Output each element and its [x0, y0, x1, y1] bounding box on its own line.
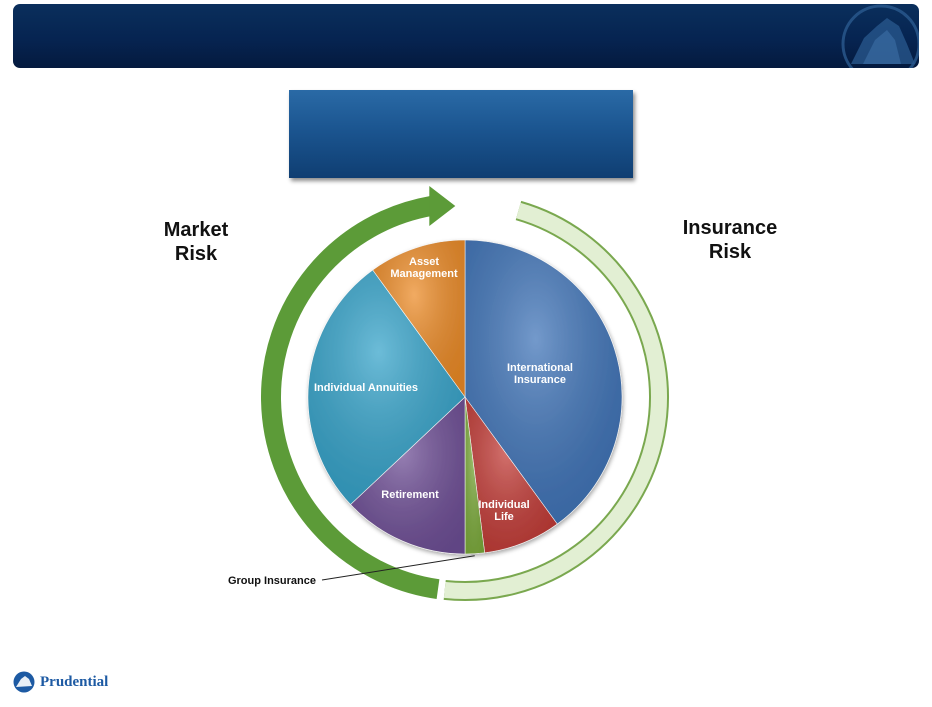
rock-of-gibraltar-icon: [841, 4, 919, 68]
prudential-logo: Prudential: [12, 670, 108, 694]
insurance-risk-line-1: Insurance: [682, 217, 778, 239]
slice-label-individual-annuities: Individual Annuities: [314, 382, 418, 394]
header-banner: [13, 4, 919, 68]
market-risk-arrowhead: [429, 185, 456, 226]
title-box: [289, 90, 633, 178]
insurance-risk-label: Insurance Risk: [670, 216, 790, 264]
pie-slice-sheen: [465, 397, 558, 553]
group-insurance-leader-line: [321, 555, 475, 581]
market-risk-label: Market Risk: [150, 218, 242, 266]
prudential-rock-icon: [13, 671, 35, 693]
pie-slice-sheen: [307, 269, 465, 505]
pie-slice-sheen: [465, 397, 485, 554]
pie-slice-sheen: [372, 240, 465, 397]
insurance-risk-arrow: [443, 202, 667, 599]
market-risk-arrow: [261, 196, 440, 600]
slice-label-retirement: Retirement: [381, 489, 439, 501]
logo-text: Prudential: [40, 673, 109, 690]
pie-slice-sheen: [350, 397, 465, 554]
market-risk-line-1: Market: [163, 219, 229, 241]
pie-slice-sheen: [465, 240, 623, 525]
insurance-risk-line-2: Risk: [708, 241, 752, 263]
slice-label-group-insurance: Group Insurance: [228, 575, 316, 587]
market-risk-line-2: Risk: [174, 243, 218, 265]
